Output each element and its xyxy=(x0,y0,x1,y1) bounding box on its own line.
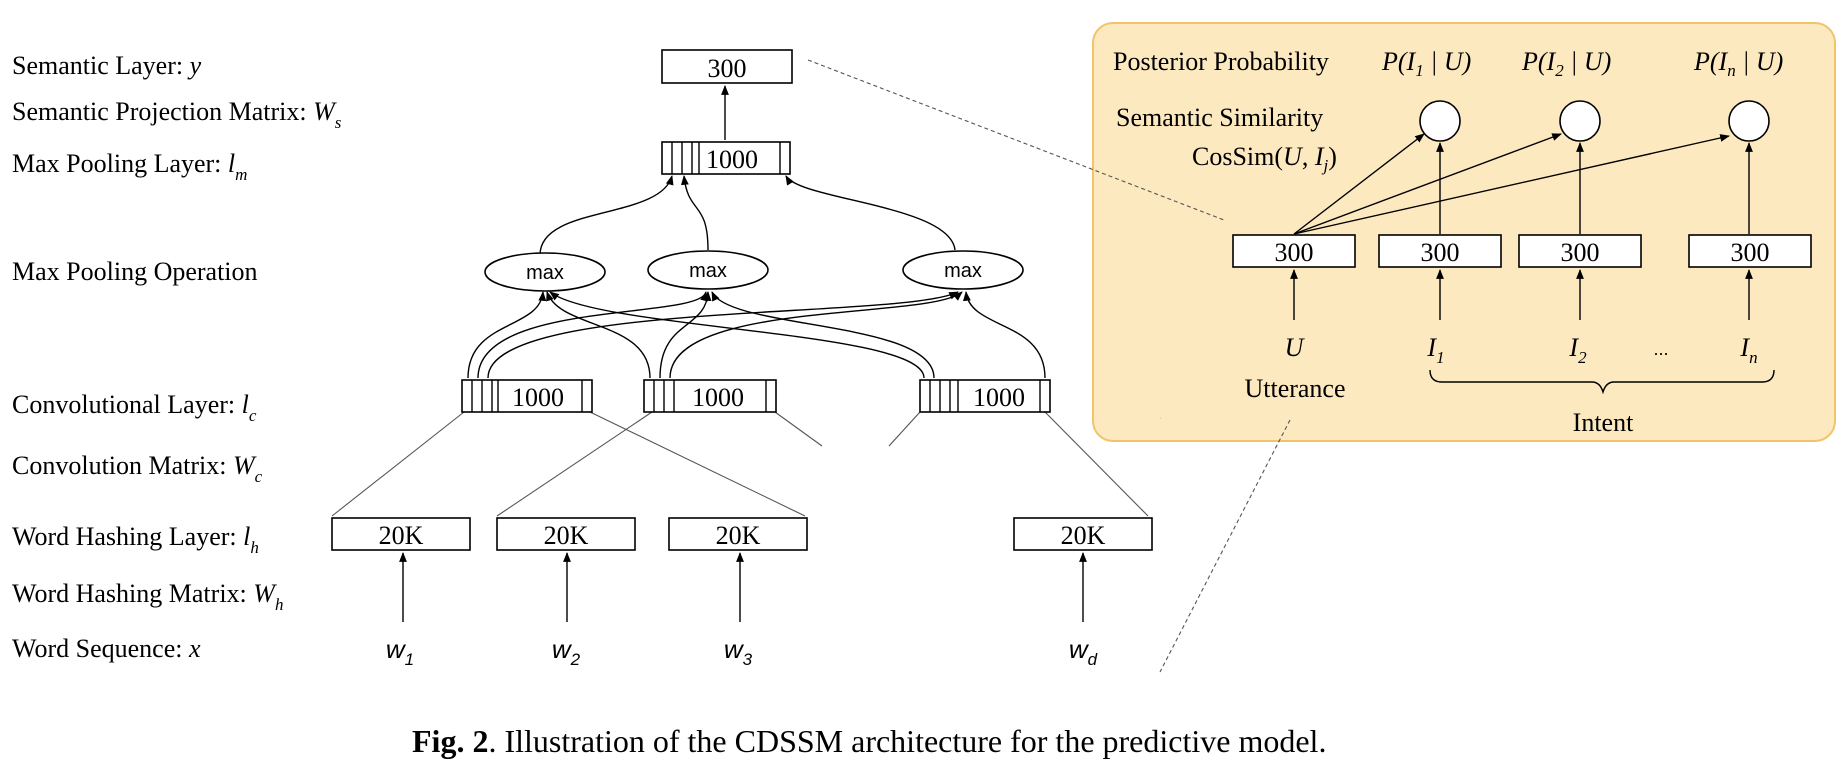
max-operation-3-label: max xyxy=(944,260,982,282)
max-operation-3: max xyxy=(902,250,1024,290)
semantic-similarity-label: Semantic Similarity xyxy=(1116,103,1323,132)
posterior-probability-label: Posterior Probability xyxy=(1113,47,1329,76)
figure-caption: Fig. 2. Illustration of the CDSSM archit… xyxy=(412,723,1326,759)
max-operation-1: max xyxy=(484,252,606,292)
semantic-layer-value: 300 xyxy=(708,54,747,83)
semantic-projection-matrix-label: Semantic Projection Matrix: Ws xyxy=(12,97,342,132)
word-hashing-layer-label: Word Hashing Layer: lh xyxy=(12,522,259,557)
hash-box-2: 20K xyxy=(496,517,636,551)
hash-box-1-value: 20K xyxy=(379,521,424,550)
word-token-1: w1 xyxy=(386,634,414,669)
intent-vector-box-2 xyxy=(1518,234,1642,268)
utterance-vector-box xyxy=(1232,234,1356,268)
word-token-3: w3 xyxy=(724,634,753,669)
hash-box-2-value: 20K xyxy=(544,521,589,550)
posterior-prob-2: P(I2 | U) xyxy=(1521,47,1611,80)
convolution-matrix-label: Convolution Matrix: Wc xyxy=(12,451,263,486)
word-tokens: w1 w2 w3 wd xyxy=(386,634,1098,669)
intent-vector-box-n xyxy=(1688,234,1812,268)
hash-box-3-value: 20K xyxy=(716,521,761,550)
hash-box-1: 20K xyxy=(331,517,471,551)
intent-symbol-2: I2 xyxy=(1568,333,1587,367)
convolutional-layer-label: Convolutional Layer: lc xyxy=(12,390,257,425)
intent-label: Intent xyxy=(1573,408,1634,437)
layer-labels: Semantic Layer: y Semantic Projection Ma… xyxy=(12,51,342,663)
intent-panel-background xyxy=(1092,22,1836,442)
utterance-vector-value: 300 xyxy=(1275,238,1314,267)
semantic-layer-label: Semantic Layer: y xyxy=(12,51,202,80)
max-pooling-layer-value: 1000 xyxy=(706,145,758,174)
intent-brace xyxy=(1429,369,1775,395)
max-pooling-layer-label: Max Pooling Layer: lm xyxy=(12,149,247,184)
cossim-label: CosSim(U, Ij) xyxy=(1192,142,1337,175)
intent-vector-n-value: 300 xyxy=(1731,238,1770,267)
intent-symbol-1: I1 xyxy=(1426,333,1444,367)
hash-box-3: 20K xyxy=(668,517,808,551)
network-connections xyxy=(331,59,1291,673)
max-operation-2-label: max xyxy=(689,260,727,282)
word-token-2: w2 xyxy=(552,634,581,669)
max-operation-2: max xyxy=(647,250,769,290)
hash-box-4-value: 20K xyxy=(1061,521,1106,550)
utterance-label: Utterance xyxy=(1244,374,1345,403)
word-hashing-matrix-label: Word Hashing Matrix: Wh xyxy=(12,579,283,614)
max-pooling-operation-label: Max Pooling Operation xyxy=(12,257,258,286)
conv-box-2-value: 1000 xyxy=(692,383,744,412)
conv-box-2: 1000 xyxy=(643,379,777,413)
conv-box-3-value: 1000 xyxy=(973,383,1025,412)
intent-ellipsis: ... xyxy=(1653,339,1668,359)
intent-vector-2-value: 300 xyxy=(1561,238,1600,267)
semantic-layer-box: 300 xyxy=(661,49,793,84)
posterior-prob-1: P(I1 | U) xyxy=(1381,47,1471,80)
similarity-node-2 xyxy=(1559,100,1601,142)
hash-box-4: 20K xyxy=(1013,517,1153,551)
intent-symbol-n: In xyxy=(1739,333,1757,367)
conv-box-3: 1000 xyxy=(919,379,1051,413)
intent-vector-box-1 xyxy=(1378,234,1502,268)
posterior-prob-n: P(In | U) xyxy=(1693,47,1783,80)
similarity-node-1 xyxy=(1419,100,1461,142)
similarity-node-n xyxy=(1728,100,1770,142)
conv-box-1: 1000 xyxy=(461,379,593,413)
conv-box-1-value: 1000 xyxy=(512,383,564,412)
word-sequence-label: Word Sequence: x xyxy=(12,634,201,663)
max-pooling-layer-box: 1000 xyxy=(661,141,791,175)
intent-vector-1-value: 300 xyxy=(1421,238,1460,267)
intent-panel: Posterior Probability P(I1 | U) P(I2 | U… xyxy=(1113,47,1812,437)
word-token-d: wd xyxy=(1069,634,1098,669)
max-operation-1-label: max xyxy=(526,262,564,284)
utterance-symbol: U xyxy=(1285,333,1306,362)
